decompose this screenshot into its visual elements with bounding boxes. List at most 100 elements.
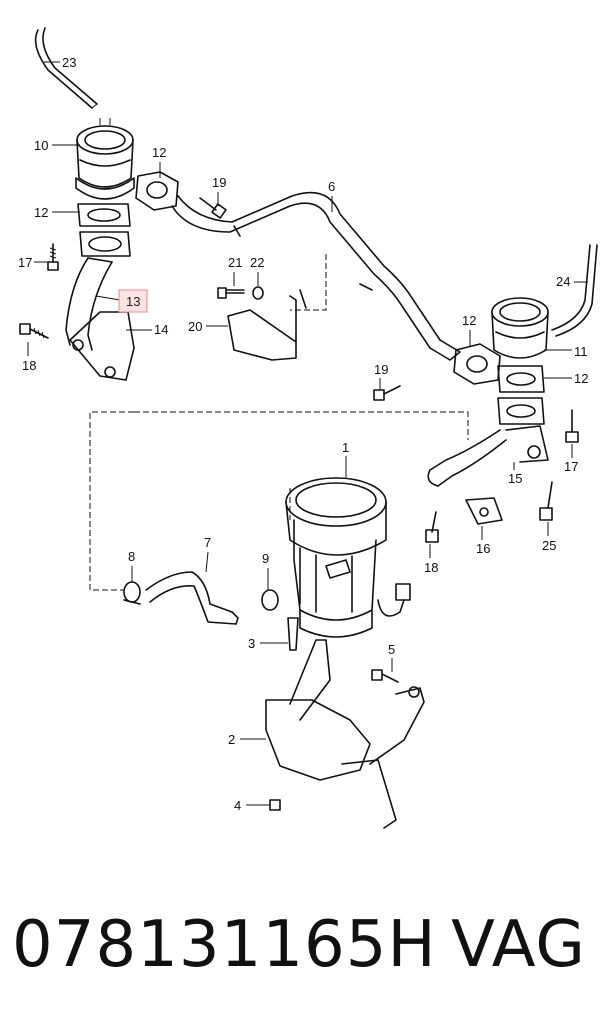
callout-5: 5: [388, 642, 395, 672]
svg-text:10: 10: [34, 138, 48, 153]
svg-text:3: 3: [248, 636, 255, 651]
clamp-9: [261, 589, 279, 611]
bolt-19-right: [373, 385, 401, 401]
callout-21: 21: [228, 255, 242, 286]
callout-15: 15: [508, 462, 522, 486]
callout-10: 10: [34, 138, 80, 153]
sensor-3: [287, 617, 299, 651]
callout-19-top: 19: [212, 175, 226, 206]
callout-7: 7: [204, 535, 211, 573]
svg-text:7: 7: [204, 535, 211, 550]
callout-6: 6: [328, 179, 335, 212]
callout-12-right-top: 12: [462, 313, 476, 346]
hose-7: [145, 571, 239, 625]
callout-9: 9: [262, 551, 269, 590]
bolt-18-left: [19, 323, 49, 339]
washer-22: [252, 286, 264, 300]
gasket-12-right: [497, 365, 545, 425]
svg-text:16: 16: [476, 541, 490, 556]
callout-17-right: 17: [564, 444, 578, 474]
callout-18-left: 18: [22, 342, 36, 373]
bolt-19-top: [199, 197, 227, 219]
svg-text:12: 12: [152, 145, 166, 160]
callout-2: 2: [228, 732, 266, 747]
caption-bar: 078131165H VAG: [0, 890, 600, 1000]
pipe-13: [65, 257, 113, 351]
bolt-5: [371, 669, 399, 683]
callout-12-left: 12: [34, 205, 80, 220]
callout-12-right: 12: [544, 371, 588, 386]
callout-22: 22: [250, 255, 264, 286]
hose-24: [551, 244, 598, 337]
callout-12-top: 12: [152, 145, 166, 178]
svg-text:11: 11: [574, 344, 588, 359]
dashed-link-20: [290, 254, 327, 311]
air-pump-1: [285, 477, 411, 638]
svg-text:20: 20: [188, 319, 202, 334]
svg-text:8: 8: [128, 549, 135, 564]
callout-3: 3: [248, 636, 288, 651]
pipe-6: [171, 191, 461, 361]
svg-text:17: 17: [564, 459, 578, 474]
bolt-18-right: [425, 511, 439, 543]
flange-12-right: [453, 343, 501, 385]
callout-18-right: 18: [424, 544, 438, 575]
svg-text:23: 23: [62, 55, 76, 70]
callout-13: 13: [95, 289, 148, 313]
svg-text:12: 12: [462, 313, 476, 328]
callout-1: 1: [342, 440, 349, 478]
svg-text:12: 12: [34, 205, 48, 220]
bracket-20: [227, 289, 307, 361]
svg-text:24: 24: [556, 274, 570, 289]
svg-text:9: 9: [262, 551, 269, 566]
svg-text:25: 25: [542, 538, 556, 553]
bracket-16: [465, 497, 503, 525]
callout-25: 25: [542, 522, 556, 553]
valve-11: [491, 297, 549, 359]
svg-text:18: 18: [424, 560, 438, 575]
svg-text:15: 15: [508, 471, 522, 486]
svg-text:21: 21: [228, 255, 242, 270]
bolt-21: [217, 287, 245, 299]
callout-16: 16: [476, 526, 490, 556]
svg-text:12: 12: [574, 371, 588, 386]
bolt-17-right: [565, 409, 579, 443]
bracket-14: [69, 311, 135, 381]
svg-text:18: 18: [22, 358, 36, 373]
callout-14: 14: [126, 322, 168, 337]
dashed-link-top: [134, 411, 469, 440]
svg-text:22: 22: [250, 255, 264, 270]
nut-4: [269, 799, 281, 811]
svg-text:1: 1: [342, 440, 349, 455]
hose-23: [34, 27, 98, 109]
part-number: 078131165H: [12, 908, 437, 982]
svg-text:6: 6: [328, 179, 335, 194]
svg-text:13: 13: [126, 294, 140, 309]
bolt-25: [539, 481, 553, 521]
svg-text:2: 2: [228, 732, 235, 747]
pipe-15: [427, 425, 549, 487]
callout-17-left: 17: [18, 255, 48, 270]
bolt-17-left: [47, 243, 59, 271]
callout-13-highlight: [118, 289, 148, 313]
bracket-2: [265, 639, 425, 829]
clamp-8: [123, 581, 141, 605]
gasket-12-left-b: [79, 231, 131, 257]
callout-20: 20: [188, 319, 228, 334]
callout-4: 4: [234, 798, 270, 813]
callout-24: 24: [556, 274, 588, 289]
callout-19-right: 19: [374, 362, 388, 390]
svg-text:4: 4: [234, 798, 241, 813]
svg-text:19: 19: [374, 362, 388, 377]
valve-10: [75, 118, 135, 200]
svg-text:17: 17: [18, 255, 32, 270]
gasket-12-left-a: [77, 203, 131, 227]
dashed-link-left: [89, 411, 134, 591]
callout-23: 23: [44, 55, 76, 70]
flange-12-top: [135, 171, 179, 211]
svg-text:19: 19: [212, 175, 226, 190]
svg-text:5: 5: [388, 642, 395, 657]
callout-11: 11: [544, 344, 588, 359]
callout-8: 8: [128, 549, 135, 582]
